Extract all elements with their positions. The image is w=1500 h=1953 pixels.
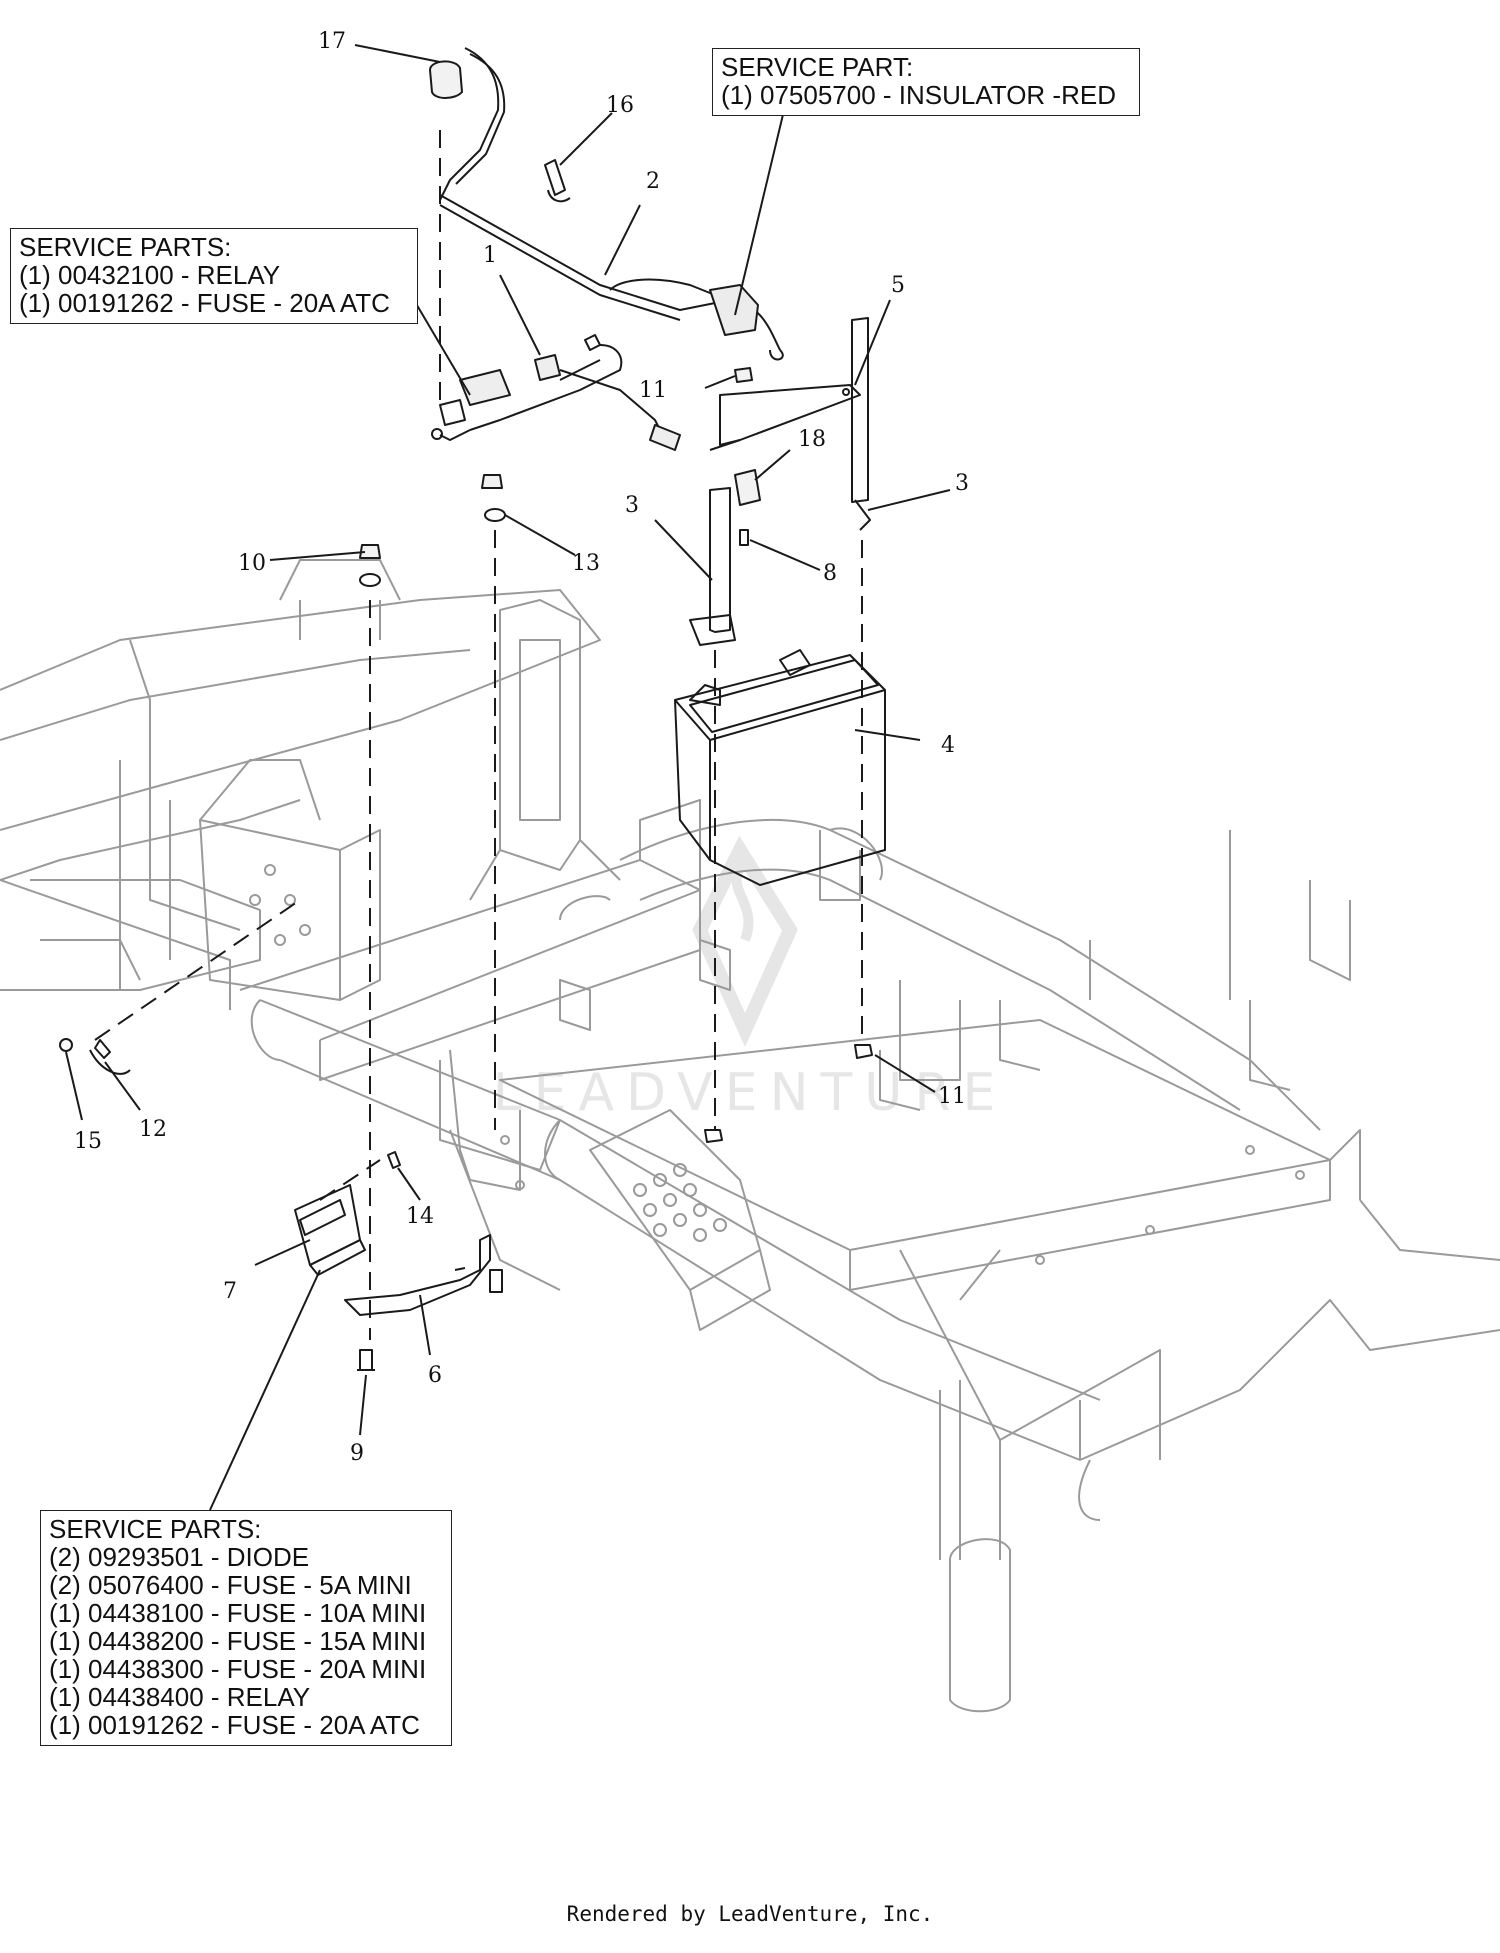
callout-line: (1) 00191262 - FUSE - 20A ATC: [49, 1710, 420, 1740]
part-label-6: 6: [428, 1363, 442, 1388]
part-label-17: 17: [318, 29, 346, 54]
callout-line: (1) 04438100 - FUSE - 10A MINI: [49, 1598, 427, 1628]
part-label-12: 12: [139, 1117, 167, 1142]
callout-line: (1) 00432100 - RELAY: [19, 260, 281, 290]
part-label-7: 7: [223, 1279, 237, 1304]
callout-line: (1) 00191262 - FUSE - 20A ATC: [19, 288, 390, 318]
leader-lines: [65, 44, 951, 1511]
part-label-5: 5: [891, 273, 905, 298]
part-label-13: 13: [572, 551, 600, 576]
callout-line: (1) 04438300 - FUSE - 20A MINI: [49, 1654, 427, 1684]
service-parts-fuse-block-callout: SERVICE PARTS: (2) 09293501 - DIODE (2) …: [40, 1510, 452, 1746]
watermark-text: LEADVENTURE: [493, 1063, 1008, 1123]
service-parts-relay-callout: SERVICE PARTS: (1) 00432100 - RELAY (1) …: [10, 228, 418, 324]
alignment-lines: [94, 130, 863, 1340]
callout-line: (1) 04438400 - RELAY: [49, 1682, 311, 1712]
callout-line: SERVICE PARTS:: [49, 1514, 262, 1544]
part-label-11-top: 11: [639, 378, 667, 403]
part-label-3-left: 3: [625, 493, 639, 518]
part-label-1: 1: [483, 243, 497, 268]
part-label-3-right: 3: [955, 471, 969, 496]
callout-line: SERVICE PARTS:: [19, 232, 232, 262]
part-label-2: 2: [646, 169, 660, 194]
mower-frame: [0, 559, 1500, 1713]
part-label-14: 14: [406, 1204, 434, 1229]
parts: [59, 47, 886, 1371]
part-label-10: 10: [238, 551, 266, 576]
part-labels: 17 16 2 1 5 11 18 3 3 8 10 13 4 11 15 12…: [74, 29, 969, 1466]
callout-line: (1) 07505700 - INSULATOR -RED: [721, 80, 1116, 110]
part-label-9: 9: [350, 1441, 364, 1466]
service-part-insulator-callout: SERVICE PART: (1) 07505700 - INSULATOR -…: [712, 48, 1140, 116]
callout-line: (2) 09293501 - DIODE: [49, 1542, 310, 1572]
part-label-11-bottom: 11: [938, 1084, 966, 1109]
part-label-8: 8: [823, 561, 837, 586]
callout-line: (2) 05076400 - FUSE - 5A MINI: [49, 1570, 412, 1600]
watermark: LEADVENTURE: [493, 835, 1008, 1123]
part-label-18: 18: [798, 427, 826, 452]
part-label-16: 16: [606, 93, 634, 118]
footer-credit: Rendered by LeadVenture, Inc.: [566, 1902, 934, 1926]
callout-line: SERVICE PART:: [721, 52, 914, 82]
part-label-15: 15: [74, 1129, 102, 1154]
callout-line: (1) 04438200 - FUSE - 15A MINI: [49, 1626, 427, 1656]
part-label-4: 4: [941, 733, 955, 758]
